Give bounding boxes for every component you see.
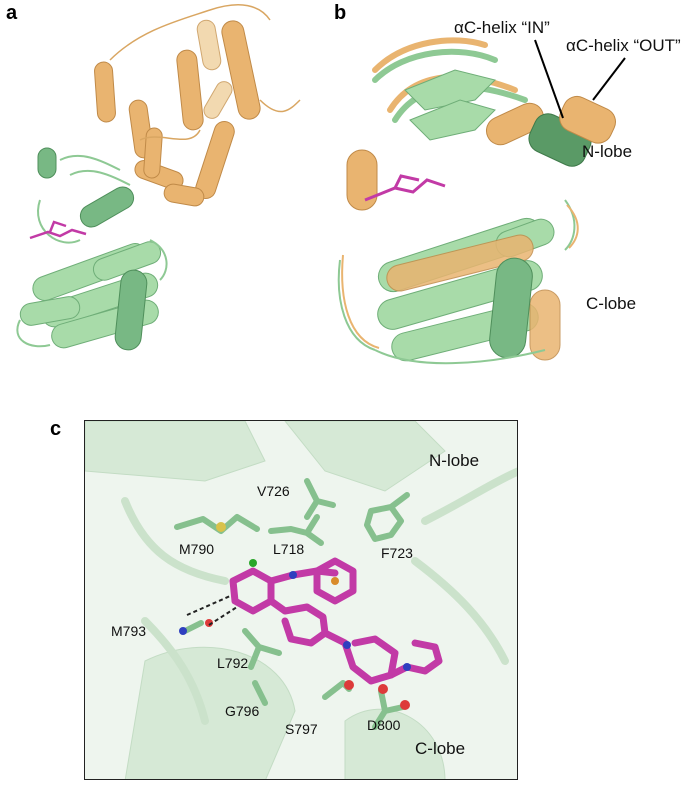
helix-out-label: αC-helix “OUT” xyxy=(566,36,681,55)
residue-m790: M790 xyxy=(179,541,215,557)
l792-stick xyxy=(242,628,282,670)
residue-s797: S797 xyxy=(285,721,318,737)
helix-in-label: αC-helix “IN” xyxy=(454,18,550,37)
h-bond-1 xyxy=(186,592,238,616)
panel-b-letter: b xyxy=(334,2,347,24)
b-c-lobe-label: C-lobe xyxy=(586,294,637,313)
panel-a-orange-domain xyxy=(94,20,261,207)
f723-stick xyxy=(364,492,410,542)
b-n-lobe-label: N-lobe xyxy=(582,142,633,161)
panel-a-orange-light xyxy=(196,19,233,119)
sulfur-atom xyxy=(216,522,226,532)
l718-stick xyxy=(268,514,324,546)
panel-a-letter: a xyxy=(6,2,18,24)
helix-out-pointer xyxy=(592,57,626,101)
g796-stick xyxy=(252,680,268,706)
residue-f723: F723 xyxy=(381,545,413,561)
h-bond-2 xyxy=(208,606,238,626)
panel-a-ligand xyxy=(29,220,87,240)
d800-stick xyxy=(372,688,406,730)
helix-in-pointer xyxy=(534,39,564,119)
residue-g796: G796 xyxy=(225,703,260,719)
panel-c-letter: c xyxy=(50,418,62,440)
c-c-lobe-label: C-lobe xyxy=(415,739,466,758)
helix-out-cylinder xyxy=(559,95,616,144)
residue-l718: L718 xyxy=(273,541,305,557)
m793-stick xyxy=(182,620,204,634)
panel-b-structure xyxy=(337,37,626,365)
panel-c-structure xyxy=(85,421,517,779)
residue-v726: V726 xyxy=(257,483,290,499)
panel-a-structure xyxy=(16,4,301,351)
c-n-lobe-label: N-lobe xyxy=(429,451,480,470)
residue-d800: D800 xyxy=(367,717,401,733)
v726-stick xyxy=(304,478,336,520)
panel-c-frame: N-lobe C-lobe V726 M790 L718 F723 M793 L… xyxy=(84,420,518,780)
panel-b-ligand xyxy=(364,174,446,202)
residue-m793: M793 xyxy=(111,623,147,639)
residue-l792: L792 xyxy=(217,655,249,671)
